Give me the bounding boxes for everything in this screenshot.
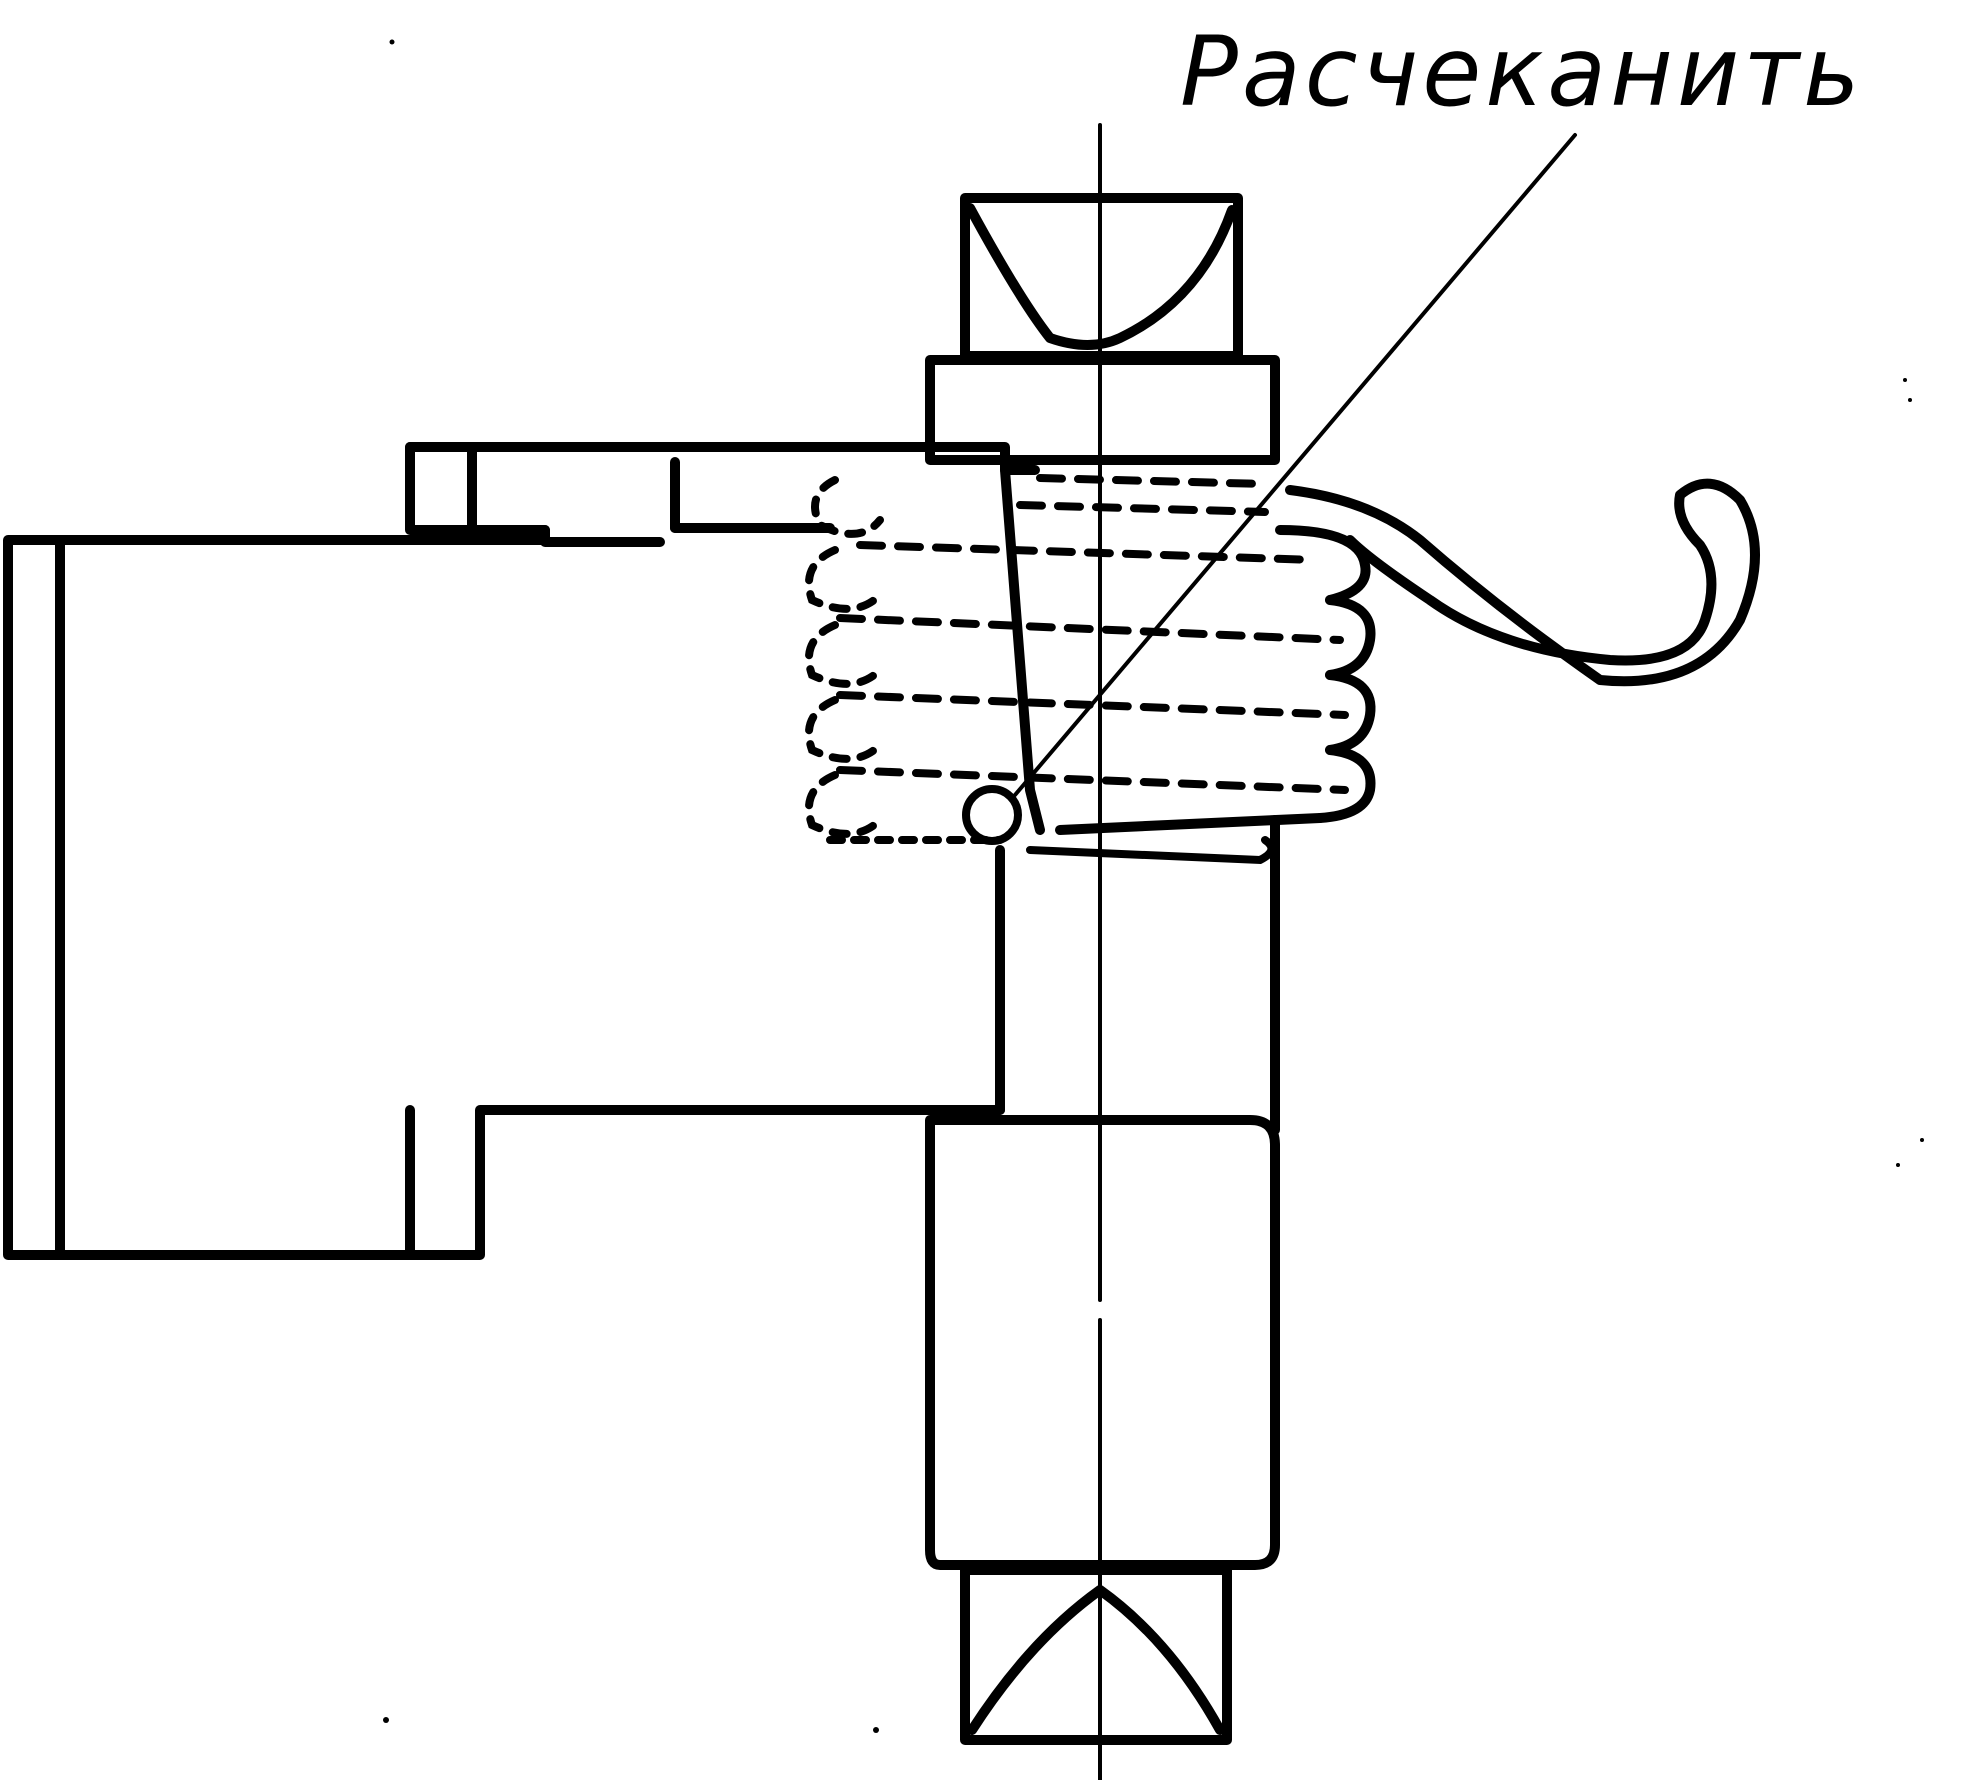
bottom-hex-head bbox=[960, 1565, 1232, 1745]
top-collar bbox=[925, 355, 1280, 465]
scan-specks bbox=[383, 39, 1924, 1733]
main-body bbox=[3, 535, 1005, 1260]
shaft bbox=[995, 465, 1280, 1135]
hidden-coil-rings bbox=[804, 476, 1004, 844]
leader-terminus-circle bbox=[962, 785, 1022, 845]
annotation-label: Расчеканить bbox=[1180, 16, 1864, 128]
spring-loops bbox=[1026, 525, 1376, 865]
spring-windings bbox=[836, 474, 1349, 794]
lower-cylinder bbox=[925, 1115, 1280, 1570]
leader-line bbox=[1013, 133, 1577, 797]
spring-tail-hook bbox=[1285, 478, 1760, 687]
